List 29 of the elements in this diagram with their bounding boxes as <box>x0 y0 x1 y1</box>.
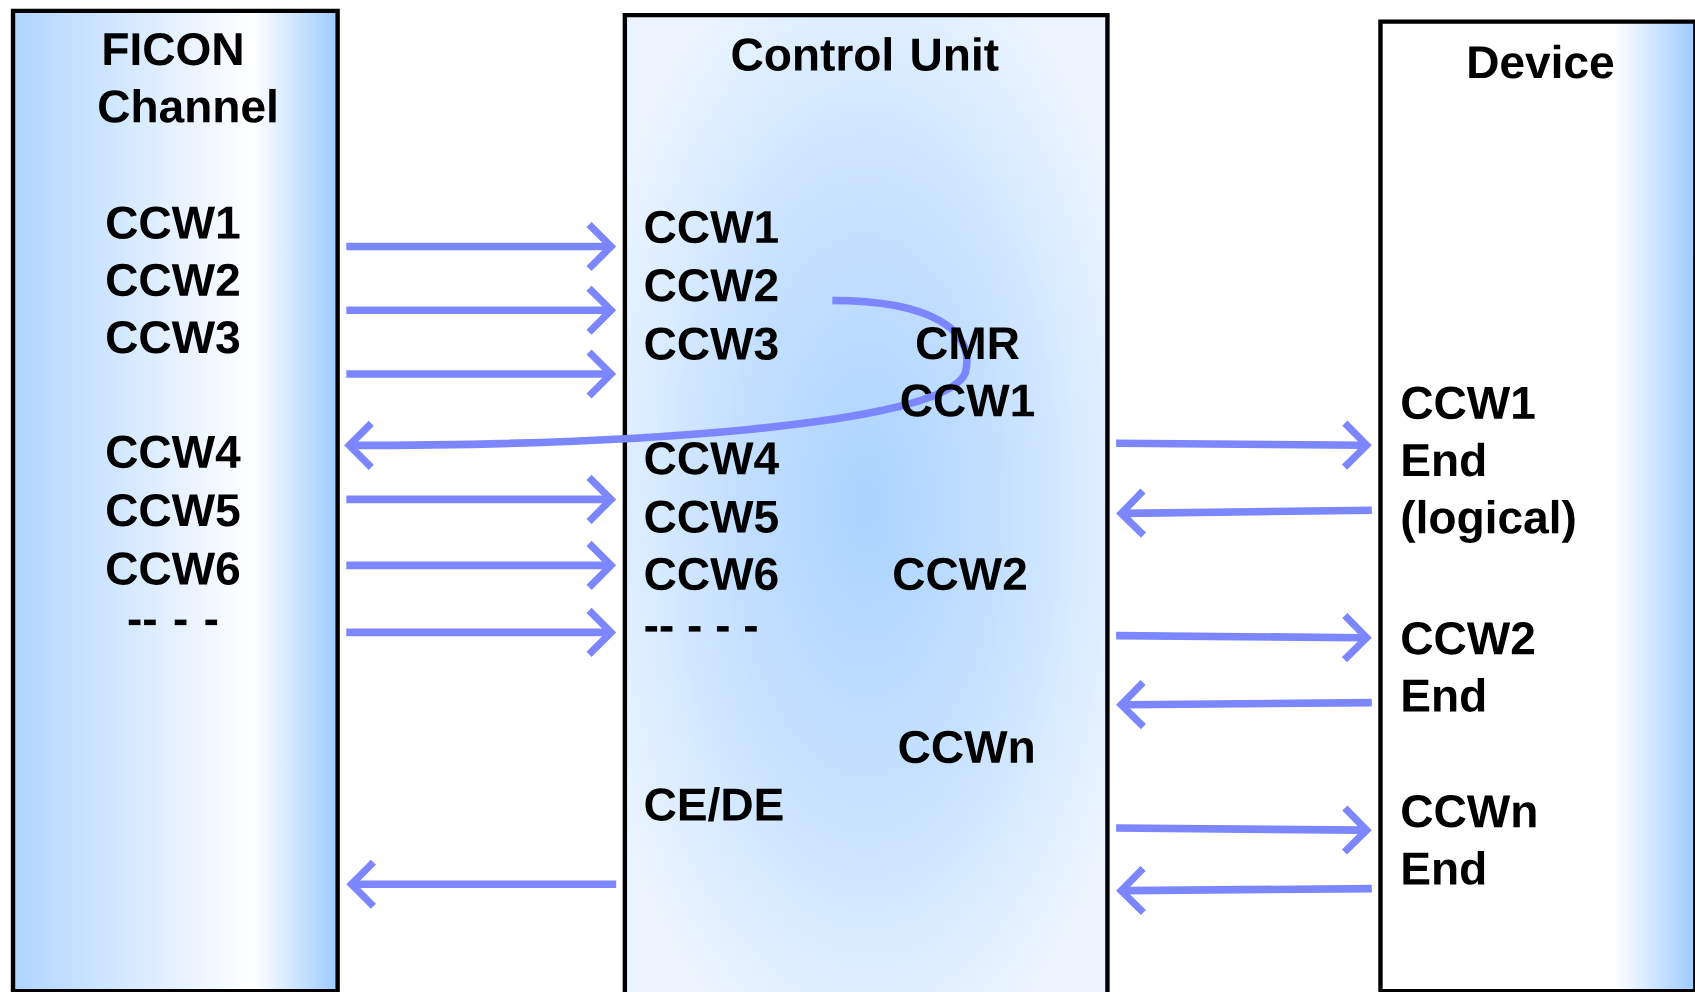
ccw-label: CCW1 <box>645 210 778 244</box>
ccw-label: -- - - <box>128 619 218 625</box>
ccw-label: CCWn <box>899 730 1033 764</box>
status-label: CE/DE <box>645 786 783 822</box>
ccw-label: CCW2 <box>894 557 1026 591</box>
box-title: Control Unit <box>732 36 999 71</box>
box-title: FICON Channel <box>99 32 276 123</box>
ccw-end-label: CCWn End <box>1402 794 1536 885</box>
device-box <box>1378 19 1695 992</box>
ccw-label: CCW3 <box>645 327 778 360</box>
ccw-label: CCW2 <box>107 263 239 297</box>
arrow <box>346 859 617 909</box>
control-unit-box <box>622 12 1110 992</box>
ccw-label: CCW6 <box>107 552 240 585</box>
ccw-label: CCW1 <box>107 206 240 239</box>
command-label: CMR CCW1 <box>901 326 1034 417</box>
ccw-end-label: CCW1 End (logical) <box>1402 386 1575 543</box>
ccw-label: CCW4 <box>107 435 241 468</box>
ccw-label: CCW4 <box>645 441 779 475</box>
curved-arrow <box>344 296 971 470</box>
ccw-label: -- - - - <box>645 625 757 632</box>
ccw-label: CCW2 <box>645 268 778 302</box>
ccw-label: CCW5 <box>645 500 778 533</box>
ccw-end-label: CCW2 End <box>1402 621 1534 712</box>
ccw-label: CCW6 <box>645 557 778 591</box>
ccw-label: CCW5 <box>107 493 240 527</box>
channel-box <box>10 8 340 992</box>
ccw-label: CCW3 <box>107 320 240 354</box>
box-title: Device <box>1469 44 1614 79</box>
